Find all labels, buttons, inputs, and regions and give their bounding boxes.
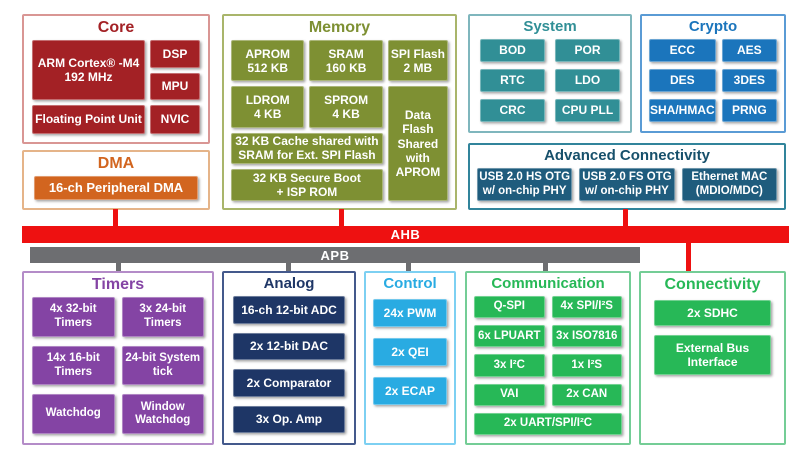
qspi-block: Q-SPI [474,296,545,319]
timers-section: Timers 4x 32-bit Timers 3x 24-bit Timers… [22,271,214,445]
sram-block: SRAM 160 KB [309,40,383,82]
ecap-block: 2x ECAP [373,377,447,405]
communication-section: Communication Q-SPI 4x SPI/I²S 6x LPUART… [465,271,631,445]
usb-fs-otg-block: USB 2.0 FS OTG w/ on-chip PHY [579,168,675,201]
cache-block: 32 KB Cache shared with SRAM for Ext. SP… [231,132,383,165]
floating-point-unit-block: Floating Point Unit [32,105,145,134]
3des-block: 3DES [721,69,777,92]
core-section-title: Core [97,19,135,36]
memory-section-title: Memory [308,19,371,36]
core-section: Core ARM Cortex® -M4 192 MHz DSP MPU Flo… [22,14,210,144]
connector-memory-ahb [339,209,344,226]
core-grid: ARM Cortex® -M4 192 MHz DSP MPU Floating… [24,40,208,142]
qei-block: 2x QEI [373,338,447,366]
ecc-block: ECC [649,39,716,62]
crypto-grid: ECC AES DES 3DES SHA/HMAC PRNG [642,39,784,131]
ldo-block: LDO [555,69,620,92]
connector-apb-analog [286,263,291,271]
sdhc-block: 2x SDHC [654,300,771,327]
iso7816-block: 3x ISO7816 [551,325,622,348]
connector-apb-communication [543,263,548,271]
des-block: DES [649,69,716,92]
arm-cortex-m4-block: ARM Cortex® -M4 192 MHz [32,40,145,101]
dma-section: DMA 16-ch Peripheral DMA [22,150,210,210]
control-column: 24x PWM 2x QEI 2x ECAP [366,296,454,408]
prng-block: PRNG [721,99,777,122]
uart-spi-i2c-block: 2x UART/SPI/I²C [474,412,622,435]
data-flash-block: Data Flash Shared with APROM [387,86,448,201]
analog-section: Analog 16-ch 12-bit ADC 2x 12-bit DAC 2x… [222,271,356,445]
16bit-timers-block: 14x 16-bit Timers [32,345,115,386]
system-section-title: System [523,18,577,35]
advanced-connectivity-title: Advanced Connectivity [544,147,710,164]
apb-bus: APB [30,247,640,263]
connector-dma-ahb [113,209,118,226]
por-block: POR [555,39,620,62]
systick-block: 24-bit System tick [121,345,204,386]
pwm-block: 24x PWM [373,299,447,327]
dma-section-title: DMA [97,155,135,172]
dac-block: 2x 12-bit DAC [233,332,345,360]
rtc-block: RTC [480,69,545,92]
24bit-timers-block: 3x 24-bit Timers [121,297,204,337]
advanced-connectivity-grid: USB 2.0 HS OTG w/ on-chip PHY USB 2.0 FS… [470,168,784,208]
spi-flash-block: SPI Flash 2 MB [387,40,448,82]
advanced-connectivity-section: Advanced Connectivity USB 2.0 HS OTG w/ … [468,143,786,210]
communication-section-title: Communication [491,275,605,292]
crc-block: CRC [480,99,545,122]
connectivity-column: 2x SDHC External Bus Interface [641,297,784,378]
window-watchdog-block: Window Watchdog [121,394,204,434]
timers-section-title: Timers [91,276,145,293]
cpu-pll-block: CPU PLL [555,99,620,122]
aprom-block: APROM 512 KB [231,40,305,82]
usb-hs-otg-block: USB 2.0 HS OTG w/ on-chip PHY [477,168,573,201]
nvic-block: NVIC [150,105,200,134]
connectivity-section-title: Connectivity [664,276,761,293]
system-section: System BOD POR RTC LDO CRC CPU PLL [468,14,632,133]
can-block: 2x CAN [551,383,622,406]
vai-block: VAI [474,383,545,406]
lpuart-block: 6x LPUART [474,325,545,348]
ahb-bus: AHB [22,226,789,243]
connector-ahb-connectivity [686,243,691,271]
analog-column: 16-ch 12-bit ADC 2x 12-bit DAC 2x Compar… [224,296,354,443]
control-section: Control 24x PWM 2x QEI 2x ECAP [364,271,456,445]
ldrom-block: LDROM 4 KB [231,86,305,128]
external-bus-interface-block: External Bus Interface [654,335,771,376]
i2c-block: 3x I²C [474,354,545,377]
dsp-block: DSP [150,40,200,68]
crypto-section-title: Crypto [688,18,738,35]
communication-grid: Q-SPI 4x SPI/I²S 6x LPUART 3x ISO7816 3x… [467,296,629,443]
aes-block: AES [721,39,777,62]
memory-section: Memory APROM 512 KB SRAM 160 KB SPI Flas… [222,14,457,210]
secure-boot-rom-block: 32 KB Secure Boot + ISP ROM [231,169,383,201]
spi-i2s-block: 4x SPI/I²S [551,296,622,319]
connector-advconn-ahb [623,209,628,226]
control-section-title: Control [383,275,437,292]
crypto-section: Crypto ECC AES DES 3DES SHA/HMAC PRNG [640,14,786,133]
connector-apb-timers [116,263,121,271]
memory-grid: APROM 512 KB SRAM 160 KB SPI Flash 2 MB … [224,40,455,208]
adc-block: 16-ch 12-bit ADC [233,296,345,324]
op-amp-block: 3x Op. Amp [233,405,345,433]
watchdog-block: Watchdog [32,394,115,434]
timers-grid: 4x 32-bit Timers 3x 24-bit Timers 14x 16… [24,297,212,443]
ethernet-mac-block: Ethernet MAC (MDIO/MDC) [681,168,777,201]
i2s-block: 1x I²S [551,354,622,377]
bod-block: BOD [480,39,545,62]
mpu-block: MPU [150,72,200,101]
connector-apb-control [406,263,411,271]
connectivity-section: Connectivity 2x SDHC External Bus Interf… [639,271,786,445]
sha-hmac-block: SHA/HMAC [649,99,716,122]
system-grid: BOD POR RTC LDO CRC CPU PLL [470,39,630,131]
comparator-block: 2x Comparator [233,369,345,397]
analog-section-title: Analog [263,275,315,292]
32bit-timers-block: 4x 32-bit Timers [32,297,115,337]
peripheral-dma-block: 16-ch Peripheral DMA [34,176,198,200]
sprom-block: SPROM 4 KB [309,86,383,128]
